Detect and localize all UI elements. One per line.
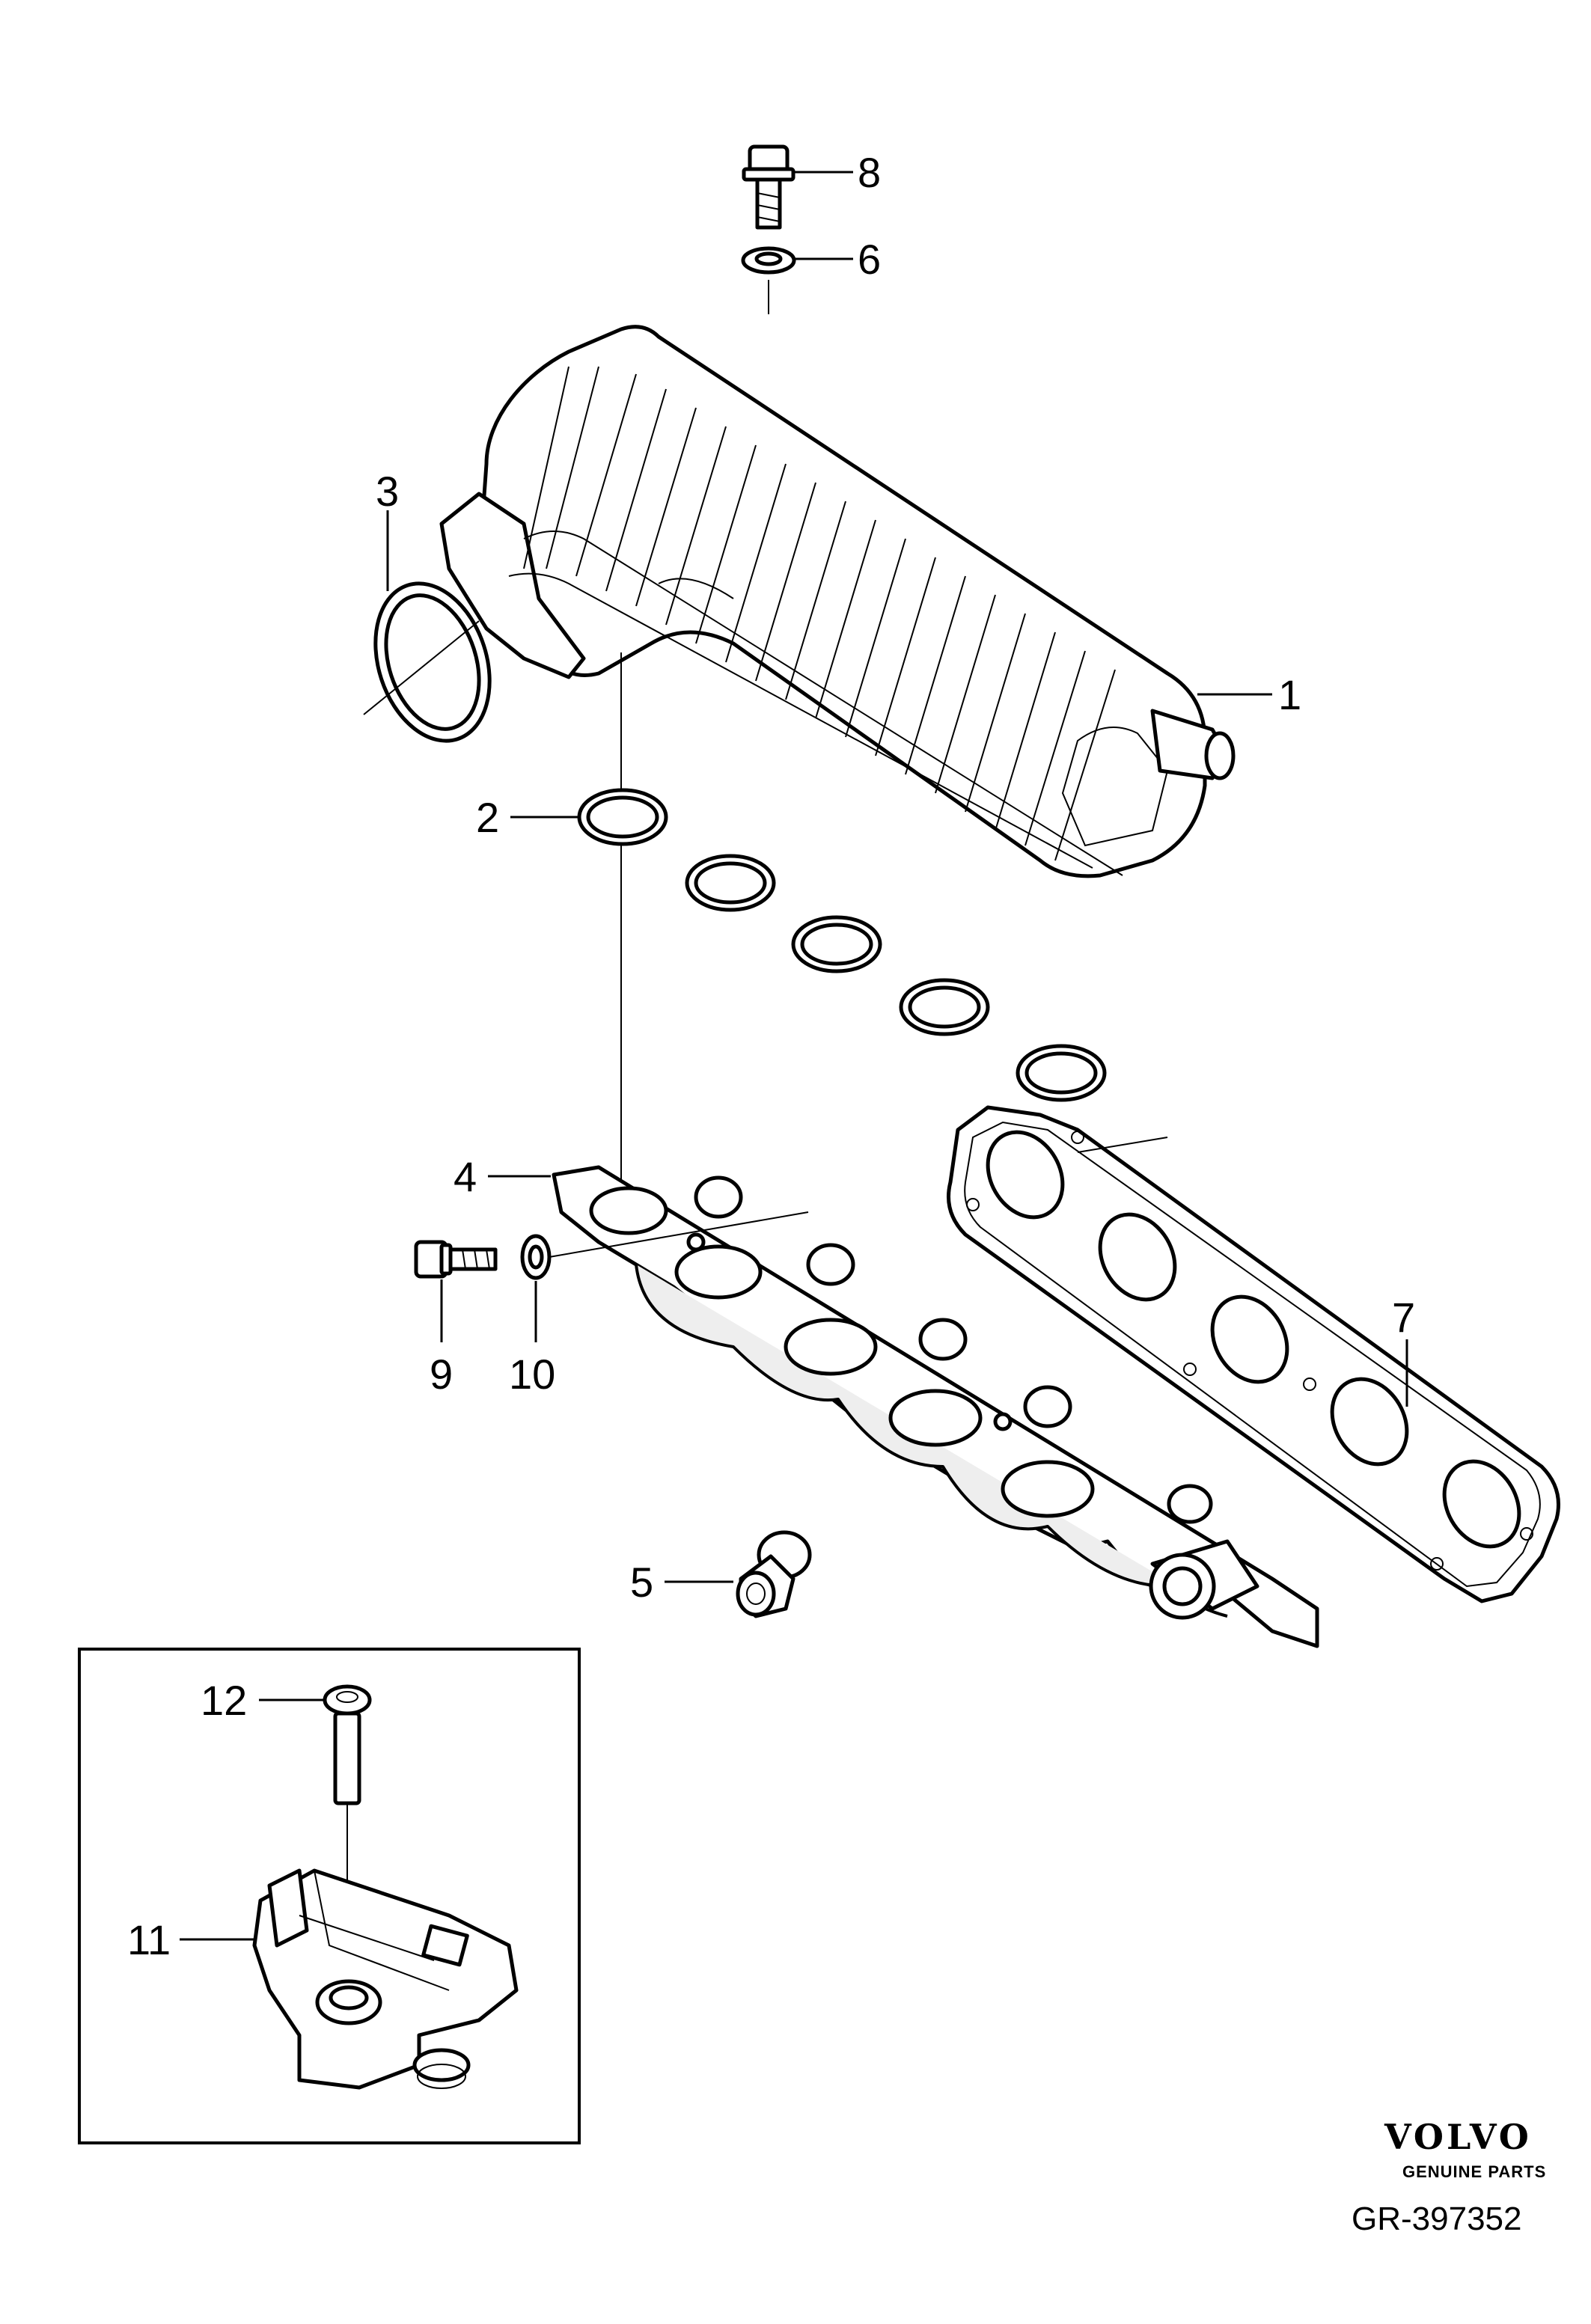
label-part-12: 12 [201,1677,247,1724]
detail-inset-box [78,1648,581,2144]
washer-part-10[interactable] [520,1234,552,1280]
brand-logo: VOLVO [1384,2117,1532,2157]
seal-ring-part-3[interactable] [356,569,509,756]
label-part-7: 7 [1392,1294,1415,1341]
reference-code: GR-397352 [1352,2201,1521,2237]
label-part-11: 11 [127,1916,171,1963]
washer-part-6[interactable] [741,246,796,275]
plug-part-5[interactable] [736,1530,812,1618]
bolt-part-8[interactable] [742,144,796,230]
screw-part-12[interactable] [323,1684,372,1805]
seal-rings-part-2[interactable] [577,788,1107,1102]
intake-manifold-part-4[interactable] [552,1165,1319,1648]
label-part-5: 5 [630,1559,653,1606]
label-part-1: 1 [1278,671,1301,718]
sensor-part-11[interactable] [252,1868,519,2090]
label-part-4: 4 [454,1153,477,1200]
intake-manifold-part-1[interactable] [439,325,1236,878]
label-part-6: 6 [858,236,881,283]
label-part-2: 2 [476,794,499,841]
bolt-part-9[interactable] [414,1240,498,1279]
label-part-8: 8 [858,149,881,196]
label-part-9: 9 [430,1351,453,1398]
brand-tagline: GENUINE PARTS [1402,2162,1546,2181]
gasket-part-7[interactable] [947,1105,1560,1603]
label-part-10: 10 [509,1351,555,1398]
label-part-3: 3 [376,468,399,515]
